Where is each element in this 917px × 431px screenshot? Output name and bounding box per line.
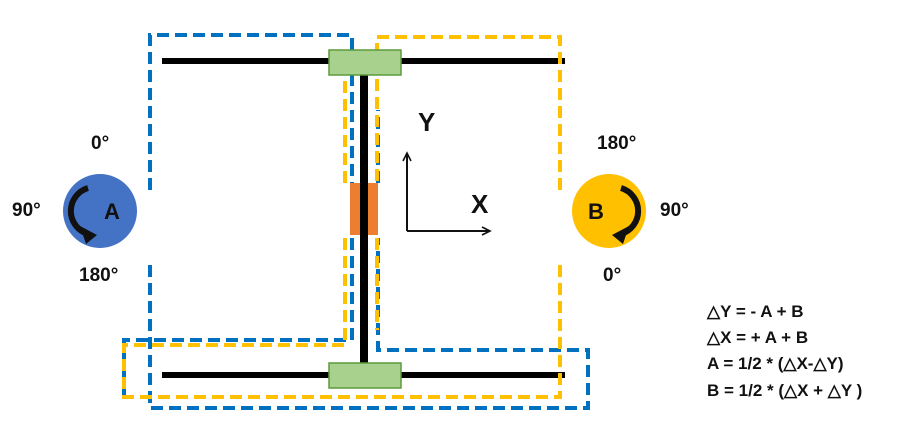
motor-b-angle-top: 180° [597, 133, 636, 154]
x-axis-label: X [471, 189, 489, 219]
curved-arrow-cw-head [612, 226, 629, 244]
motor-b-angle-right: 90° [660, 200, 689, 221]
motor-a: A [63, 174, 137, 248]
belt-a-path [122, 33, 354, 398]
y-axis-label: Y [418, 107, 435, 137]
formula-block: △Y = - A + B △X = + A + B A = 1/2 * (△X-… [706, 302, 862, 400]
curved-arrow-ccw-head [80, 226, 97, 244]
motor-a-circle [63, 174, 137, 248]
formula-line: △Y = - A + B [706, 302, 804, 321]
formula-line: △X = + A + B [706, 328, 808, 347]
belt-b-path [375, 35, 562, 330]
motor-a-label: A [104, 199, 120, 224]
formula-line: B = 1/2 * (△X + △Y ) [707, 381, 862, 400]
top-carriage [328, 49, 402, 76]
curved-arrow-cw-icon [619, 185, 642, 237]
motor-a-angle-top: 0° [91, 133, 109, 154]
formula-line: A = 1/2 * (△X-△Y) [707, 354, 844, 373]
motor-b-label: B [588, 199, 604, 224]
bottom-carriage [328, 362, 402, 389]
motor-a-angle-bottom: 180° [79, 265, 118, 286]
motor-b: B [572, 174, 646, 248]
curved-arrow-ccw-icon [67, 185, 90, 237]
motor-a-angle-left: 90° [12, 200, 41, 221]
motor-b-angle-bottom: 0° [603, 265, 621, 286]
belt-b-path-lower [122, 80, 562, 399]
motor-b-circle [572, 174, 646, 248]
